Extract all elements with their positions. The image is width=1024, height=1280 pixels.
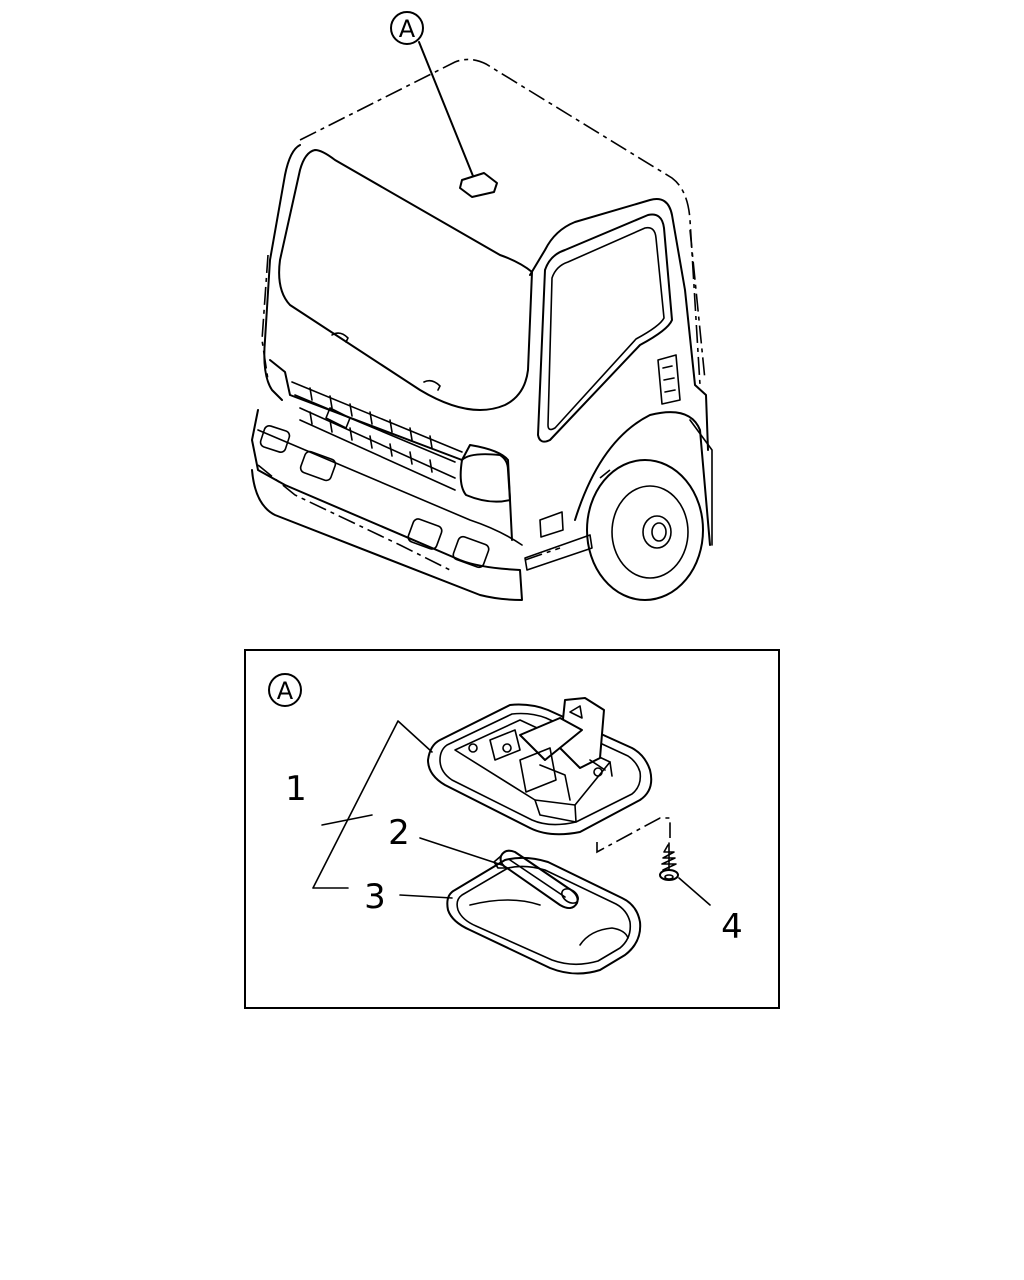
- bumper-lamp-2: [299, 450, 337, 482]
- leader-2: [419, 837, 503, 866]
- front-rim: [611, 485, 689, 579]
- leader-1-bracket: [312, 720, 433, 889]
- wheel-arch: [574, 411, 711, 546]
- roof-lamp-marker: [459, 172, 498, 198]
- front-panel: [269, 359, 513, 541]
- headlamp: [459, 453, 511, 503]
- grille-slats: [309, 387, 433, 473]
- windshield: [278, 149, 533, 411]
- part-label-1: 1: [285, 769, 307, 809]
- bumper-lamp-1: [259, 425, 291, 453]
- detail-box-a: A: [244, 649, 780, 1009]
- leader-4: [678, 877, 711, 906]
- front-hub: [642, 515, 672, 549]
- cab-step: [524, 534, 593, 571]
- door-emblem: [657, 354, 681, 405]
- screw-alignment: [596, 817, 671, 854]
- part-label-4: 4: [721, 907, 743, 947]
- lamp-housing: [427, 697, 653, 836]
- cab-body: [263, 144, 709, 451]
- detail-callout-circle: [268, 673, 302, 707]
- roof-outline: [299, 58, 701, 386]
- mudflap: [689, 419, 713, 546]
- callout-leader-top: [418, 41, 474, 177]
- wiper-right: [423, 379, 441, 391]
- grille-emblem: [325, 407, 351, 429]
- door-window: [537, 213, 673, 443]
- bumper-lamp-3: [407, 518, 443, 550]
- bumper-lamp-4: [452, 535, 490, 569]
- grille-upper: [291, 381, 463, 491]
- detail-callout-top: A: [390, 11, 474, 177]
- front-tire: [586, 459, 704, 601]
- cab-lower-phantom: [257, 229, 706, 571]
- callout-label-top: A: [399, 15, 416, 43]
- door-window-inner: [547, 226, 665, 431]
- leader-3: [399, 894, 453, 899]
- callout-label-box: A: [277, 677, 294, 705]
- front-bumper: [251, 409, 523, 601]
- bumper-line: [257, 429, 523, 546]
- mounting-screw: [659, 842, 679, 881]
- truck-cab: [251, 58, 713, 601]
- part-label-3: 3: [364, 877, 386, 917]
- side-marker: [539, 511, 564, 538]
- detail-frame: [244, 649, 780, 1009]
- lamp-lens: [446, 856, 642, 975]
- front-hub-cap: [651, 522, 667, 542]
- part-label-2: 2: [388, 813, 410, 853]
- wiper-left: [331, 332, 349, 343]
- callout-circle: [390, 11, 424, 45]
